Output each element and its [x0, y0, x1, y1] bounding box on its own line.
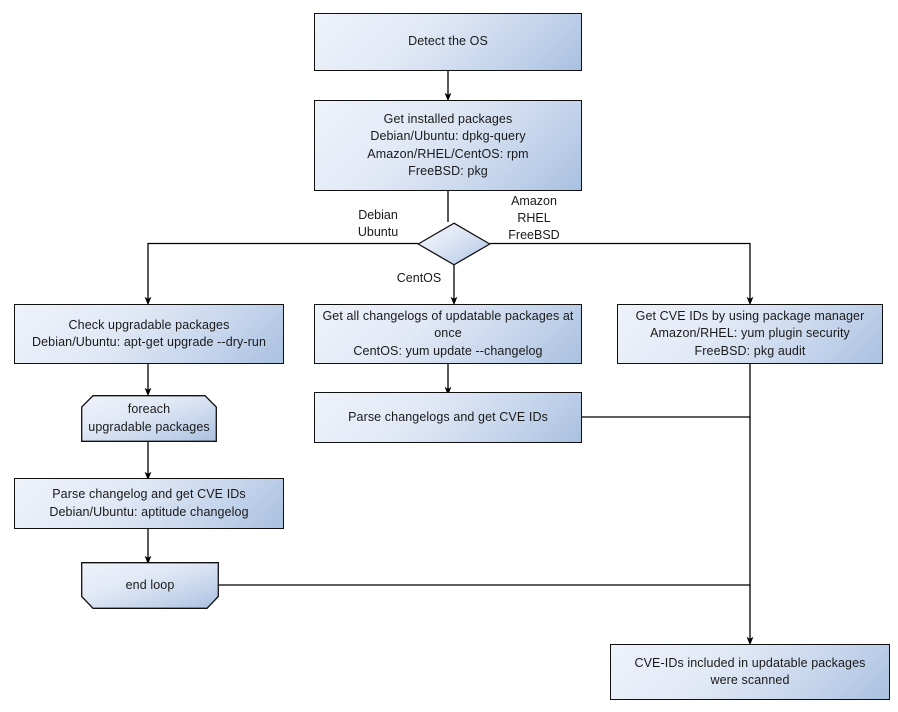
- node-parse-changelog-get-cve-ids-label: Parse changelog and get CVE IDs Debian/U…: [49, 487, 249, 519]
- edge-decision-right: [490, 242, 754, 306]
- node-foreach-upgradable-packages-label: foreach upgradable packages: [88, 402, 210, 434]
- edge-decision-left: [144, 242, 418, 306]
- node-detect-os-label: Detect the OS: [408, 34, 488, 49]
- node-get-all-changelogs-label: Get all changelogs of updatable packages…: [322, 309, 574, 358]
- node-detect-os[interactable]: Detect the OS: [314, 13, 582, 71]
- node-scan-complete[interactable]: CVE-IDs included in updatable packages w…: [610, 644, 890, 700]
- node-parse-changelogs-get-cve-ids-label: Parse changelogs and get CVE IDs: [348, 409, 548, 424]
- node-get-installed-packages[interactable]: Get installed packages Debian/Ubuntu: dp…: [314, 100, 582, 191]
- node-get-cve-ids-package-manager[interactable]: Get CVE IDs by using package manager Ama…: [617, 304, 883, 364]
- edge-label-debian-ubuntu: Debian Ubuntu: [357, 208, 399, 239]
- node-parse-changelogs-get-cve-ids[interactable]: Parse changelogs and get CVE IDs: [314, 392, 582, 443]
- loop-start-shape: [81, 395, 217, 442]
- node-get-all-changelogs[interactable]: Get all changelogs of updatable packages…: [314, 304, 582, 364]
- loop-end-shape: [81, 562, 219, 609]
- node-end-loop[interactable]: end loop: [81, 562, 219, 609]
- node-check-upgradable-packages-label: Check upgradable packages Debian/Ubuntu:…: [32, 317, 266, 349]
- node-foreach-upgradable-packages[interactable]: foreach upgradable packages: [81, 395, 217, 442]
- node-check-upgradable-packages[interactable]: Check upgradable packages Debian/Ubuntu:…: [14, 304, 284, 364]
- node-end-loop-label: end loop: [125, 577, 175, 592]
- node-get-installed-packages-label: Get installed packages Debian/Ubuntu: dp…: [367, 112, 529, 178]
- node-os-decision[interactable]: [417, 222, 491, 266]
- edge-label-amazon-rhel-freebsd: Amazon RHEL FreeBSD: [508, 194, 560, 242]
- node-scan-complete-label: CVE-IDs included in updatable packages w…: [634, 655, 866, 687]
- edge-label-centos: CentOS: [396, 271, 442, 285]
- node-get-cve-ids-package-manager-label: Get CVE IDs by using package manager Ama…: [635, 309, 865, 358]
- node-parse-changelog-get-cve-ids[interactable]: Parse changelog and get CVE IDs Debian/U…: [14, 478, 284, 529]
